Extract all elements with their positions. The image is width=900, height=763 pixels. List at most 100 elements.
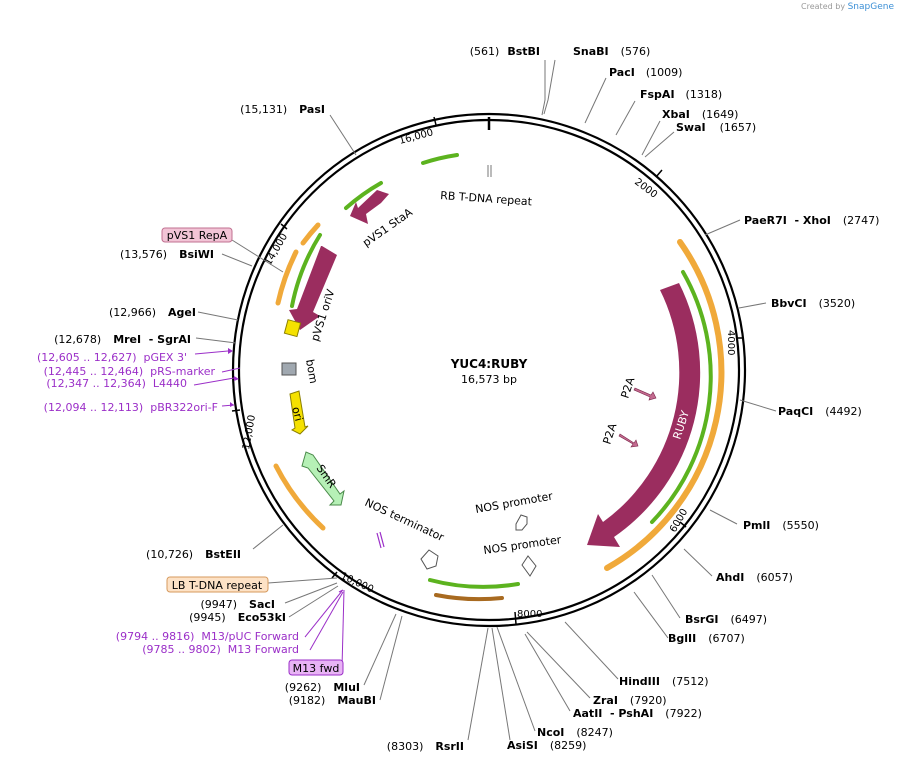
green-arc-top xyxy=(421,153,459,165)
tick-mark xyxy=(514,611,517,625)
primer-arrowhead xyxy=(228,348,233,354)
green-arc-staa xyxy=(344,181,383,210)
p2a-arrow-1 xyxy=(633,387,657,401)
site-leader xyxy=(615,100,636,136)
site-name: MluI xyxy=(333,681,360,694)
tick-mark xyxy=(679,521,687,528)
primer-leaders xyxy=(193,350,344,651)
m13-fwd-label: M13 fwd xyxy=(293,662,340,675)
site-pos: (1657) xyxy=(720,121,757,134)
site-leader xyxy=(564,621,619,680)
site-zrai: ZraI (7920) xyxy=(593,694,667,707)
site-leader xyxy=(197,311,239,321)
cds-arrows xyxy=(289,190,701,547)
site-eco53ki: (9945)Eco53kI xyxy=(189,611,286,624)
site-swai: SwaI(1657) xyxy=(676,121,756,134)
site-name: XbaI xyxy=(662,108,690,121)
site-pos: (4492) xyxy=(825,405,862,418)
tick-mark xyxy=(331,571,338,579)
label-box xyxy=(166,576,269,593)
orange-arc-bottom xyxy=(434,593,504,602)
site-leader xyxy=(683,548,713,577)
site-bglii: BglII (6707) xyxy=(668,632,745,645)
site-leader xyxy=(526,631,591,699)
site-pos: (9262) xyxy=(285,681,322,694)
primer-leader xyxy=(309,591,344,651)
site-name: PacI xyxy=(609,66,635,79)
nos-terminator-label: NOS terminator xyxy=(363,496,447,544)
site-hindiii: HindIII(7512) xyxy=(619,675,709,688)
site-leader xyxy=(284,582,338,604)
site-pos: (1318) xyxy=(686,88,723,101)
site-name: RsrII xyxy=(435,740,464,753)
tick-mark xyxy=(280,223,288,230)
site-name: PaeR7I - XhoI xyxy=(744,214,831,227)
site-pos: (8303) xyxy=(387,740,424,753)
site-agei: (12,966)AgeI xyxy=(109,306,196,319)
site-name: BsiWI xyxy=(179,248,214,261)
site-name: ZraI xyxy=(593,694,618,707)
site-name: PasI xyxy=(299,103,325,116)
plasmid-length: 16,573 bp xyxy=(461,373,517,386)
green-arc-bottom xyxy=(428,578,520,589)
site-pos: (576) xyxy=(621,45,651,58)
site-name: BglII xyxy=(668,632,696,645)
lb-repeat-leader xyxy=(267,577,338,584)
tick-label-2000: 2000 xyxy=(632,177,659,201)
site-leader xyxy=(195,337,237,344)
pvs1-oriv-arrow xyxy=(289,246,337,330)
site-pos: (6497) xyxy=(730,613,767,626)
site-mrei-sgrai: (12,678)MreI - SgrAI xyxy=(54,333,191,346)
site-aatii-pshai: AatII - PshAI(7922) xyxy=(573,707,702,720)
credit-prefix: Created by xyxy=(801,2,846,11)
site-fspai: FspAI(1318) xyxy=(640,88,722,101)
primer-l4440: (12,347 .. 12,364) L4440 xyxy=(46,377,187,390)
site-pos: (7920) xyxy=(630,694,667,707)
site-rsrii: (8303) RsrII xyxy=(387,740,464,753)
primer-pgex3: (12,605 .. 12,627) pGEX 3' xyxy=(37,351,187,364)
orange-arc-repa-lower xyxy=(275,249,299,306)
tick-mark xyxy=(433,116,437,126)
pvs1-staa-arrow xyxy=(350,190,389,224)
oriv-yellow-box xyxy=(283,319,302,338)
site-name: HindIII xyxy=(619,675,660,688)
site-paci: PacI(1009) xyxy=(609,66,682,79)
site-name: AgeI xyxy=(168,306,196,319)
site-snabi: SnaBI(576) xyxy=(573,45,650,58)
site-pos: (6057) xyxy=(756,571,793,584)
site-bsiwi: (13,576) BsiWI xyxy=(120,248,214,261)
site-leader xyxy=(329,114,357,156)
site-pos: (12,678) xyxy=(54,333,101,346)
site-bbvci: BbvCI(3520) xyxy=(771,297,855,310)
site-name: BstBI xyxy=(507,45,540,58)
site-leaders xyxy=(195,59,777,741)
primer-leader xyxy=(221,367,241,373)
site-pos: (5550) xyxy=(782,519,819,532)
site-pos: (8259) xyxy=(550,739,587,752)
label-box xyxy=(161,227,233,243)
site-leader xyxy=(541,60,546,116)
primer-prs-marker: (12,445 .. 12,464) pRS-marker xyxy=(44,365,216,378)
site-pos: (13,576) xyxy=(120,248,167,261)
tick-mark xyxy=(231,409,241,412)
site-name: AhdI xyxy=(716,571,744,584)
tick-label-4000: 4000 xyxy=(725,330,736,355)
site-pos: (6707) xyxy=(708,632,745,645)
site-asisi: AsiSI(8259) xyxy=(507,739,586,752)
site-name: SacI xyxy=(249,598,275,611)
green-arc-oriv xyxy=(290,233,322,308)
site-name: NcoI xyxy=(537,726,564,739)
p2a-label-2: P2A xyxy=(600,421,619,446)
primer-m13-puc-forward: (9794 .. 9816) M13/pUC Forward xyxy=(116,630,299,643)
site-leader xyxy=(524,633,571,712)
primer-arrowhead xyxy=(234,376,239,381)
tick-mark xyxy=(655,169,663,178)
smr-arrow xyxy=(301,451,345,506)
site-leader xyxy=(379,615,403,701)
nos-promoter-label-2: NOS promoter xyxy=(483,533,563,557)
site-paer7i-xhoi: PaeR7I - XhoI(2747) xyxy=(744,214,879,227)
site-name: BbvCI xyxy=(771,297,807,310)
bom-box xyxy=(281,362,297,376)
label-box xyxy=(288,659,344,676)
